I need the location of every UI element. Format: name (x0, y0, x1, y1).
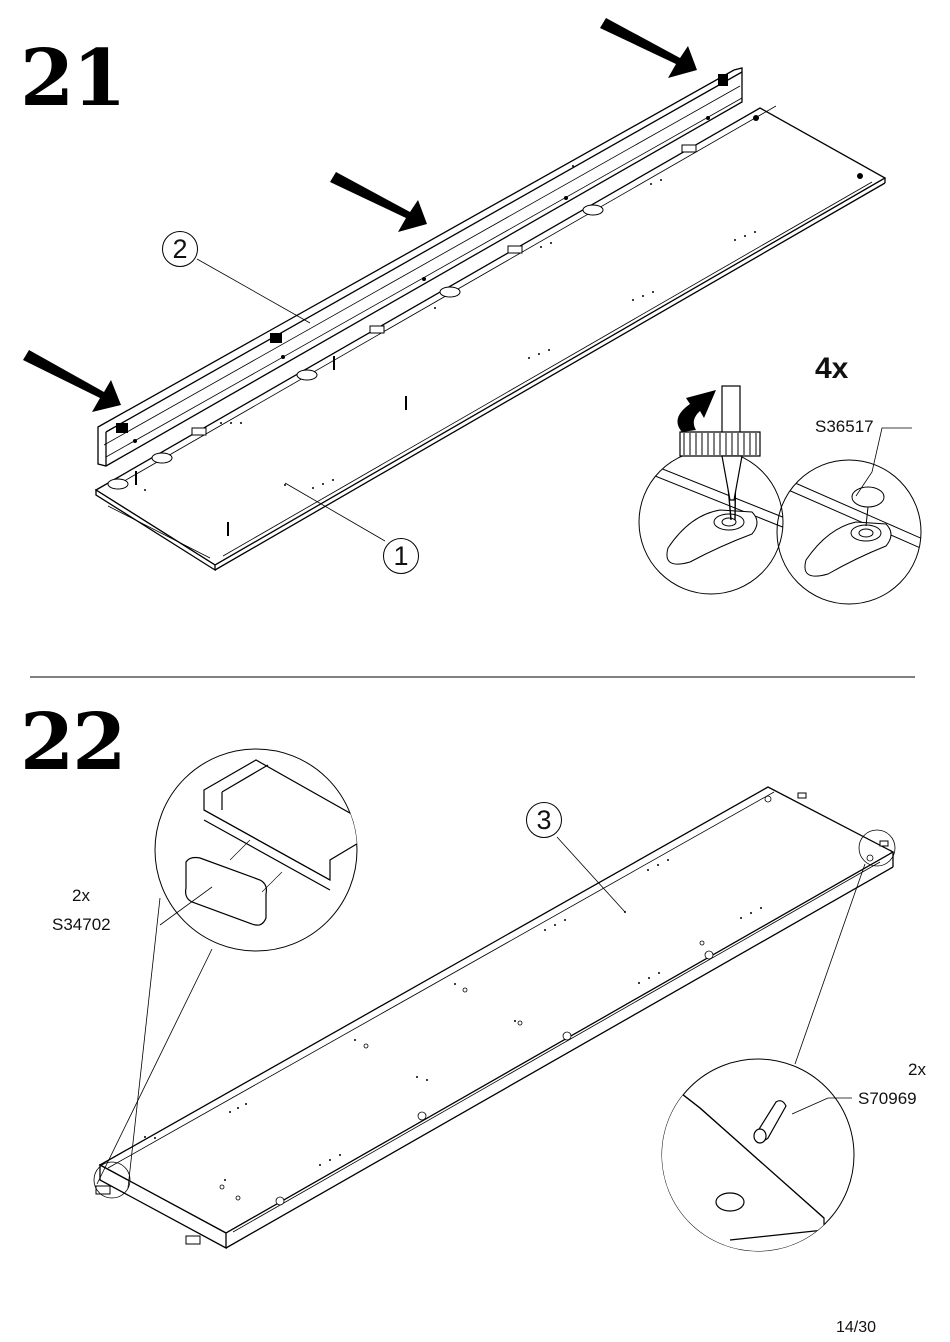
page-number: 14/30 (836, 1319, 876, 1337)
step-number: 21 (20, 40, 125, 118)
callout-part-2: 2 (162, 231, 198, 267)
detail-circle-pin (650, 1059, 854, 1262)
callout-part-3: 3 (526, 802, 562, 838)
arrow-icon (330, 172, 427, 232)
quantity-label: 2x (908, 1061, 926, 1078)
arrow-icon (600, 18, 697, 78)
part-code-label: S36517 (815, 418, 874, 435)
quantity-label: 4x (815, 354, 848, 384)
part-code-label: S70969 (858, 1090, 917, 1107)
detail-circle-bracket (155, 749, 380, 951)
part-code-label: S34702 (52, 916, 111, 933)
quantity-label: 2x (72, 887, 90, 904)
part1-board (96, 106, 885, 570)
detail-circle-cap (777, 428, 925, 604)
callout-part-1: 1 (383, 538, 419, 574)
arrow-icon (23, 350, 121, 412)
rotate-arrow-icon (678, 390, 717, 432)
detail-circle-screwdriver (639, 386, 790, 594)
step-number: 22 (20, 704, 125, 782)
